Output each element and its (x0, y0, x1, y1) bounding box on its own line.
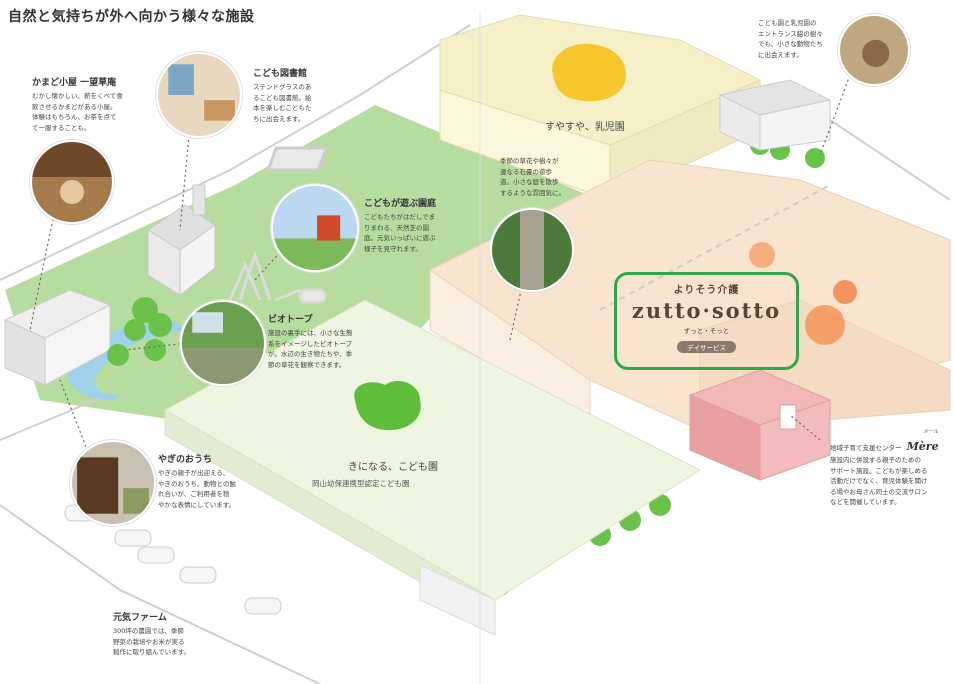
path-desc-line: するような雰囲気に。 (500, 188, 565, 197)
mere-desc-line: サポート施設。こどもが楽しめる (830, 466, 928, 475)
care-decor-suns (749, 242, 857, 345)
callout-garden: こどもが遊ぶ園庭 こどもたちがはだしでま りまわる、天然芝の園 庭。元気いっぱい… (364, 196, 464, 254)
entrance-desc-line: エントランス脇の樹々 (758, 29, 823, 38)
entrance-building (718, 79, 832, 151)
library-desc-line: 本を楽しむこどもた (253, 104, 312, 112)
biotope-photo (180, 300, 266, 386)
cars (64, 504, 282, 615)
mere-heading: 地域子育て支援センター (830, 444, 902, 452)
zutto-kana: ずっと・そっと (683, 327, 730, 335)
library-desc-line: ステンドグラスのあ (253, 83, 312, 91)
garden-desc-line: こどもたちがはだしでま (364, 213, 436, 221)
callout-biotope: ビオトープ 施設の裏手には、小さな生態 系をイメージしたビオトープ が。水辺の生… (268, 312, 388, 370)
biotope-desc-line: 系をイメージしたビオトープ (268, 339, 352, 348)
garden-photo (271, 184, 359, 272)
entrance-photo (838, 14, 910, 86)
zutto-logo: zutto·sotto (631, 298, 782, 323)
garden-desc-line: 庭。元気いっぱいに遊ぶ (364, 234, 436, 242)
kamado-hut (3, 289, 112, 386)
library-desc-line: ちに出会えます。 (253, 114, 305, 123)
kodomoen-green-blob (354, 380, 421, 431)
library-photo (156, 52, 242, 138)
callout-goat: やぎのおうち やぎの親子が出迎える、 やぎのおうち。動物との触 れ合いが、ご利用… (158, 452, 268, 510)
kodomoen-name: きになる、こども園 (348, 462, 438, 473)
goat-desc-line: れ合いが、ご利用者を穏 (158, 490, 230, 498)
garden-desc-line: 様子を見守れます。 (364, 244, 422, 253)
mere-building (688, 369, 832, 481)
library-heading: こども図書館 (253, 69, 308, 79)
biotope-heading: ビオトープ (268, 315, 313, 325)
callout-entrance: こども園と乳児園の エントランス脇の樹々 でも、小さな動物たち に出会えます。 (758, 18, 838, 60)
callout-farm: 元気ファーム 300坪の農園では、季節 野菜の栽培やお米が実る 稲作に取り組んで… (113, 610, 223, 658)
mere-desc-line: などを開催しています。 (830, 498, 901, 506)
biotope-desc-line: 節の草花を観察できます。 (268, 360, 346, 369)
entrance-desc-line: でも、小さな動物たち (758, 40, 823, 48)
mere-desc-line: 施設内に併設する親子のための (830, 456, 921, 464)
nursery-name: すやすや、乳児園 (545, 122, 625, 133)
zutto-tagline: よりそう介護 (673, 285, 740, 296)
nursery-sun-blob (552, 43, 626, 102)
goat-photo (70, 440, 156, 526)
callout-library: こども図書館 ステンドグラスのあ るこども図書館。絵 本を楽しむこどもた ちに出… (253, 66, 333, 124)
callout-path: 季節の草花や樹々が 連なる石畳の遊歩 道。小さな庭を散歩 するような雰囲気に。 (500, 156, 580, 198)
entrance-desc-line: に出会えます。 (758, 50, 803, 59)
biotope-desc-line: 施設の裏手には、小さな生態 (268, 329, 353, 337)
goat-desc-line: やかな表情にしています。 (158, 500, 236, 509)
mere-desc-line: る場やお母さん同士の交流サロン (830, 487, 928, 496)
goat-heading: やぎのおうち (158, 455, 213, 465)
sandbox (266, 146, 329, 172)
farm-heading: 元気ファーム (113, 613, 167, 623)
kamado-heading: かまど小屋 一望草庵 (32, 78, 117, 88)
mere-desc-line: 活動だけでなく、育児体験を聞け (830, 477, 928, 485)
farm-desc-line: 300坪の農園では、季節 (113, 627, 184, 635)
kamado-desc-line: 体験はもちろん、お茶を点て (32, 113, 117, 121)
path-desc-line: 連なる石畳の遊歩 (500, 167, 552, 176)
path-desc-line: 季節の草花や樹々が (500, 157, 559, 165)
kodomoen-building (163, 299, 702, 636)
garden-heading: こどもが遊ぶ園庭 (364, 199, 437, 209)
path-photo (490, 208, 574, 292)
entrance-desc-line: こども園と乳児園の (758, 19, 817, 27)
kamado-desc-line: むかし懐かしい、薪をくべて食 (32, 92, 123, 100)
kamado-desc-line: 飲させるかまどがある小屋。 (32, 102, 117, 111)
biotope-desc-line: が。水辺の生き物たちや、季 (268, 350, 353, 358)
library-desc-line: るこども図書館。絵 (253, 93, 312, 102)
mere-brand-small: メール (923, 429, 939, 435)
farm-desc-line: 野菜の栽培やお米が実る (113, 637, 185, 646)
library-house (147, 184, 216, 297)
path-desc-line: 道。小さな庭を散歩 (500, 178, 559, 186)
callout-mere: 地域子育て支援センター メール Mère 施設内に併設する親子のための サポート… (830, 428, 950, 508)
kodomoen-subtitle: 岡山幼保連携型認定こども園 (312, 479, 410, 488)
garden-desc-line: りまわる、天然芝の園 (364, 223, 429, 232)
zutto-sotto-sign: よりそう介護 zutto·sotto ずっと・そっと デイサービス (614, 272, 799, 370)
goat-desc-line: やぎの親子が出迎える、 (158, 469, 230, 477)
farm-desc-line: 稲作に取り組んでいます。 (113, 648, 191, 656)
day-service-badge: デイサービス (677, 341, 736, 353)
callout-kamado: かまど小屋 一望草庵 むかし懐かしい、薪をくべて食 飲させるかまどがある小屋。 … (32, 75, 152, 133)
mere-brand: Mère (906, 440, 939, 453)
kamado-desc-line: て一服することも。 (32, 123, 91, 132)
goat-desc-line: やぎのおうち。動物との触 (158, 479, 236, 488)
playground (228, 250, 327, 304)
page-title: 自然と気持ちが外へ向かう様々な施設 (8, 9, 255, 25)
kamado-photo (30, 140, 114, 224)
